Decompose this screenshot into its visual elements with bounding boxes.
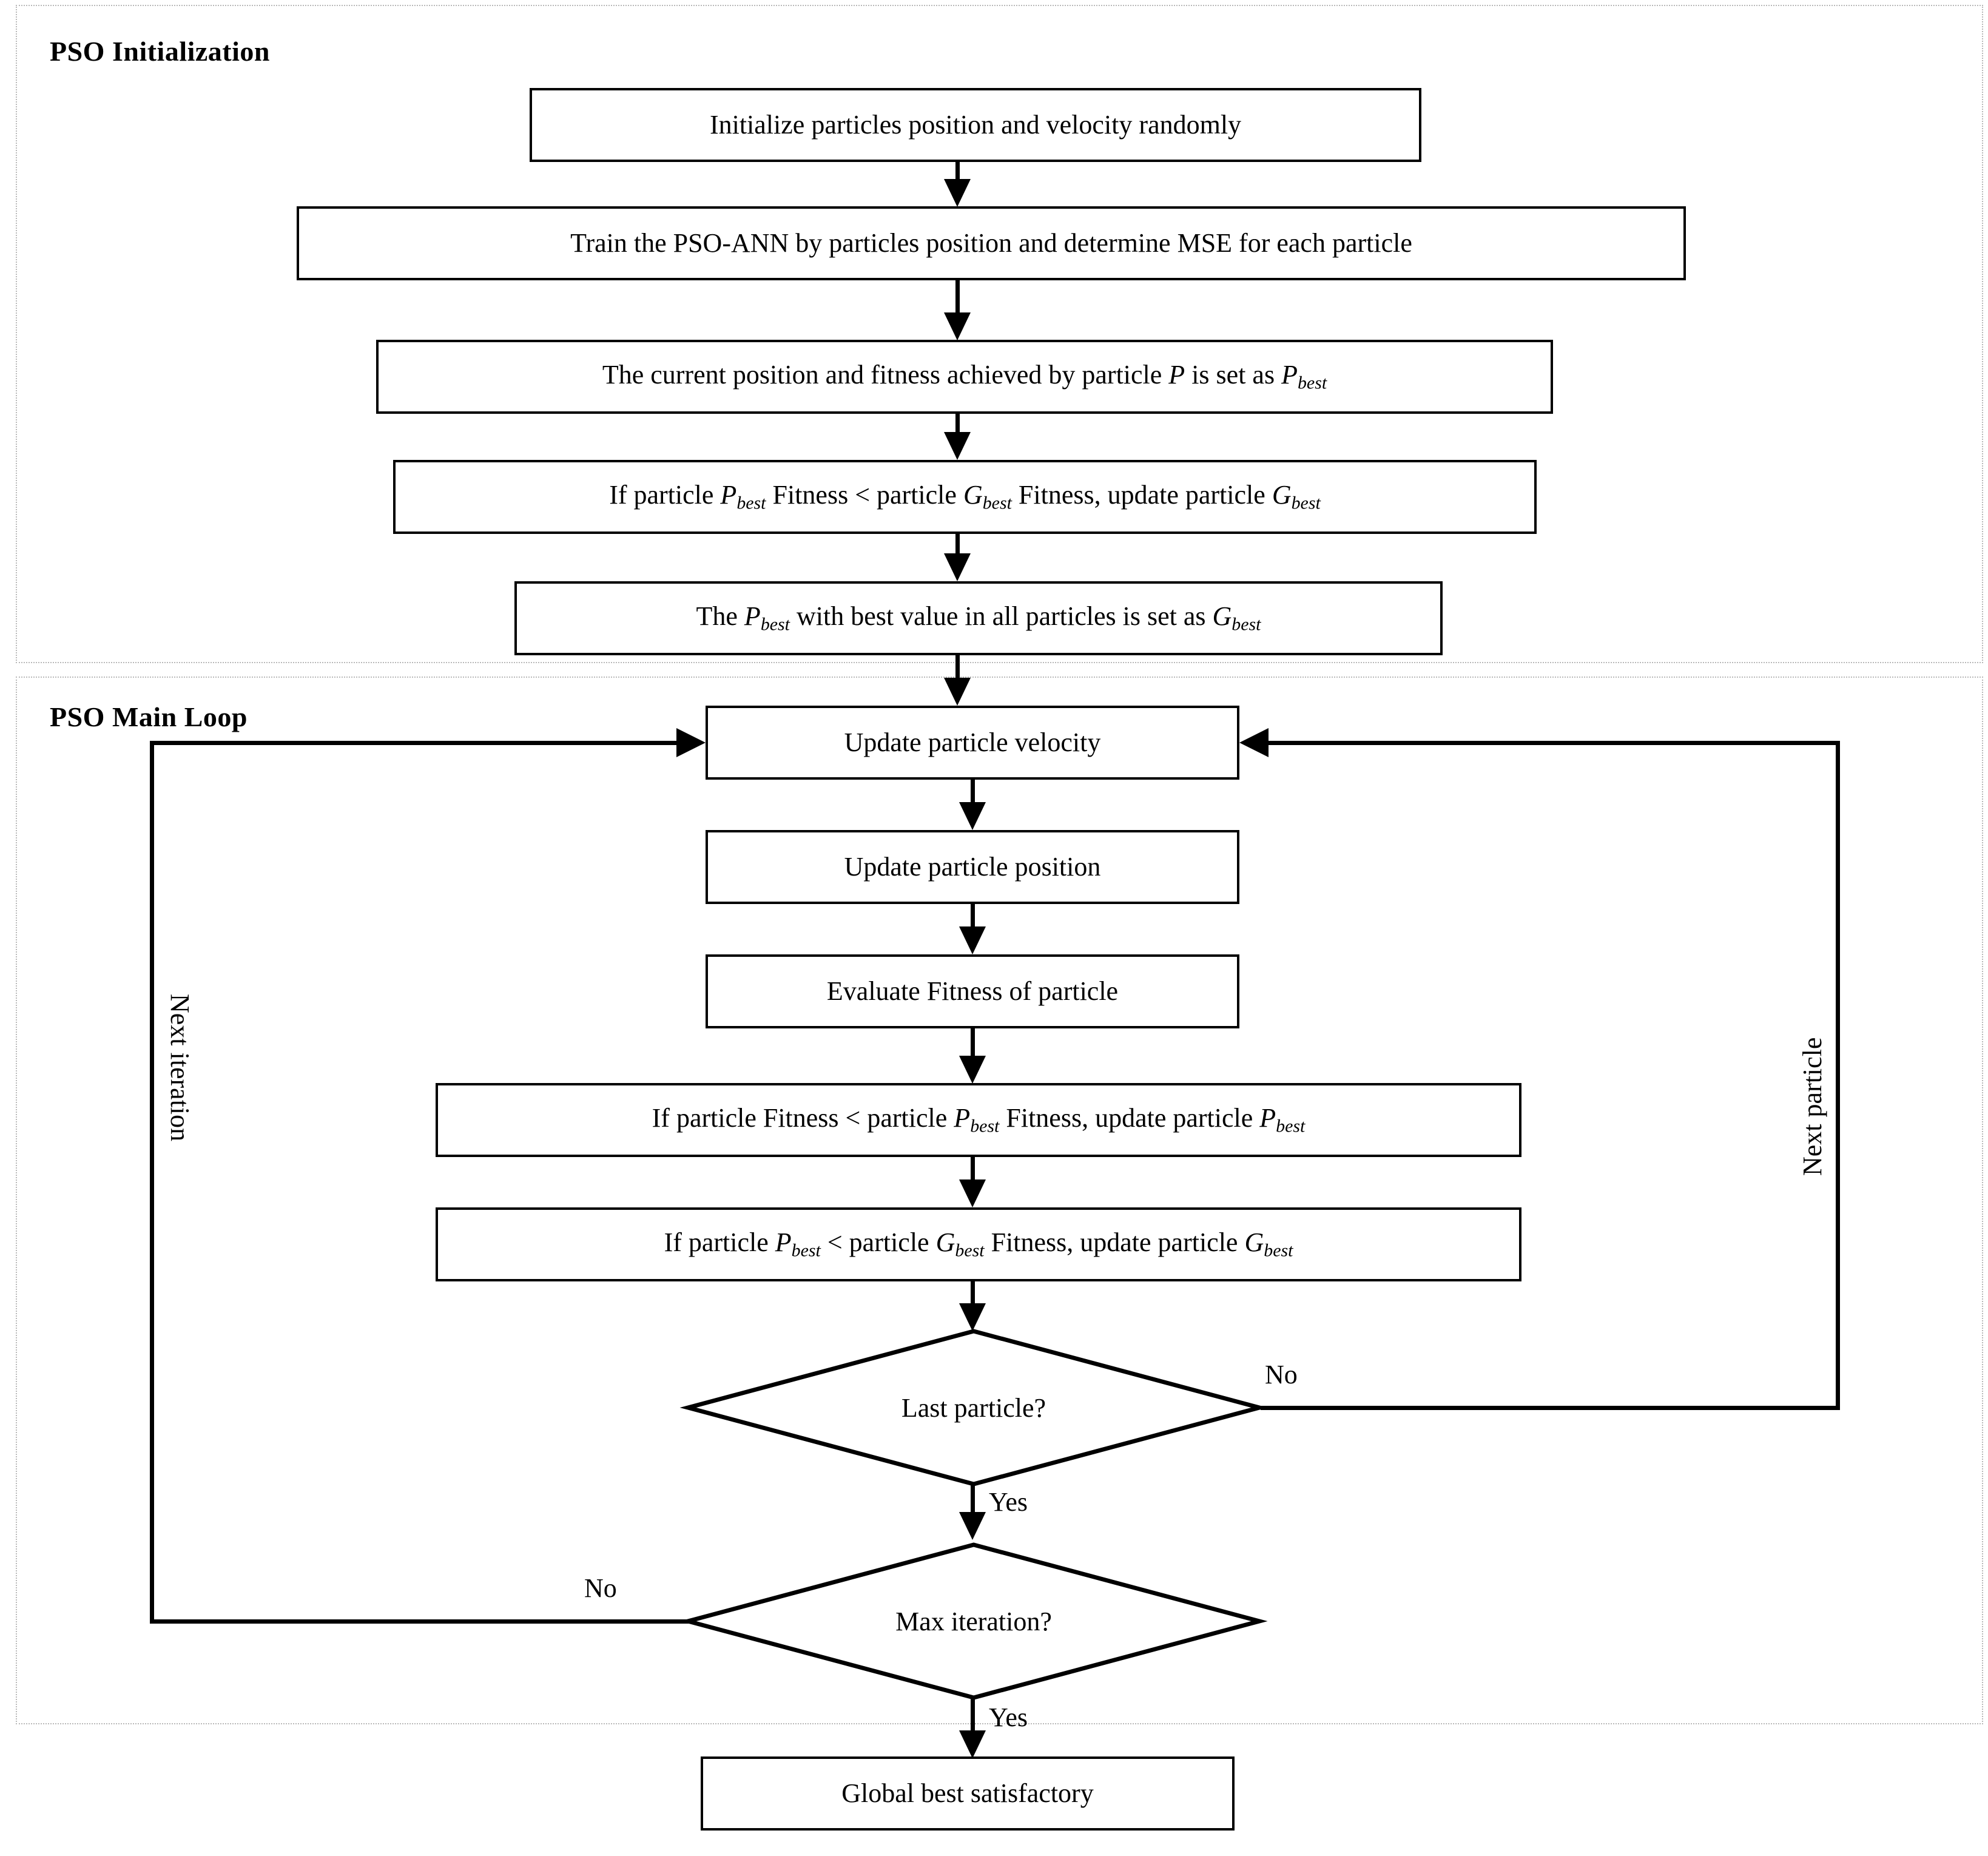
connector-comparefitness-to-comparegbest (971, 1157, 975, 1181)
arrowhead-lastparticle-yes (959, 1512, 986, 1540)
arrowhead-evaluate-to-comparefitness (959, 1056, 986, 1084)
node-compare-pbest-gbest-loop-label: If particle Pbest < particle Gbest Fitne… (664, 1227, 1293, 1261)
panel-title-pso-initialization: PSO Initialization (50, 36, 270, 67)
connector-evaluate-to-comparefitness (971, 1028, 975, 1058)
node-set-gbest[interactable]: The Pbest with best value in all particl… (514, 581, 1443, 655)
node-set-pbest[interactable]: The current position and fitness achieve… (376, 340, 1553, 414)
node-compare-pbest-gbest-loop[interactable]: If particle Pbest < particle Gbest Fitne… (436, 1207, 1521, 1281)
node-last-particle[interactable]: Last particle? (679, 1329, 1268, 1486)
node-initialize-particles[interactable]: Initialize particles position and veloci… (530, 88, 1421, 162)
connector-nextiteration-bottom (150, 1619, 690, 1624)
connector-position-to-evaluate (971, 904, 975, 928)
connector-init-to-train (955, 162, 960, 180)
node-set-gbest-label: The Pbest with best value in all particl… (696, 601, 1261, 635)
node-max-iteration[interactable]: Max iteration? (679, 1542, 1268, 1700)
node-train-ann[interactable]: Train the PSO-ANN by particles position … (297, 206, 1686, 280)
node-update-position[interactable]: Update particle position (706, 830, 1239, 904)
arrowhead-setgbest-to-velocity (944, 678, 971, 706)
node-evaluate-fitness[interactable]: Evaluate Fitness of particle (706, 954, 1239, 1028)
panel-title-pso-main-loop: PSO Main Loop (50, 701, 248, 732)
node-train-ann-label: Train the PSO-ANN by particles position … (570, 228, 1412, 258)
node-compare-fitness-pbest[interactable]: If particle Fitness < particle Pbest Fit… (436, 1083, 1521, 1157)
connector-nextparticle-bottom (1261, 1406, 1840, 1410)
connector-comparegbest-to-lastparticle (971, 1281, 975, 1306)
node-compare-pbest-gbest-init[interactable]: If particle Pbest Fitness < particle Gbe… (393, 460, 1537, 534)
connector-nextparticle-right (1836, 741, 1840, 1408)
arrowhead-init-to-train (944, 179, 971, 207)
arrowhead-velocity-to-position (959, 802, 986, 830)
edge-label-last-particle-no: No (1265, 1360, 1298, 1389)
node-compare-fitness-pbest-label: If particle Fitness < particle Pbest Fit… (652, 1102, 1306, 1136)
arrowhead-compare-to-setgbest (944, 553, 971, 581)
node-compare-pbest-gbest-init-label: If particle Pbest Fitness < particle Gbe… (609, 479, 1321, 513)
panel-pso-initialization (16, 5, 1983, 663)
connector-velocity-to-position (971, 780, 975, 804)
node-update-velocity[interactable]: Update particle velocity (706, 706, 1239, 780)
connector-setpbest-to-compare (955, 414, 960, 433)
arrowhead-nextiteration-into-velocity (676, 728, 706, 757)
arrowhead-nextparticle-into-velocity (1239, 728, 1269, 757)
edge-label-next-iteration: Next iteration (165, 994, 195, 1142)
connector-lastparticle-yes (971, 1484, 975, 1513)
node-update-position-label: Update particle position (844, 851, 1101, 882)
arrowhead-maxiteration-yes (959, 1730, 986, 1758)
edge-label-next-particle: Next particle (1798, 1037, 1827, 1176)
connector-train-to-setpbest (955, 280, 960, 314)
arrowhead-comparegbest-to-lastparticle (959, 1303, 986, 1331)
connector-nextiteration-left (150, 741, 154, 1624)
arrowhead-position-to-evaluate (959, 926, 986, 954)
arrowhead-comparefitness-to-comparegbest (959, 1179, 986, 1207)
node-global-best-label: Global best satisfactory (841, 1778, 1094, 1808)
arrowhead-train-to-setpbest (944, 312, 971, 340)
connector-nextparticle-top (1268, 741, 1838, 745)
node-max-iteration-label: Max iteration? (895, 1606, 1052, 1636)
edge-label-last-particle-yes: Yes (989, 1487, 1028, 1517)
arrowhead-setpbest-to-compare (944, 432, 971, 460)
connector-setgbest-to-velocity (955, 655, 960, 680)
node-update-velocity-label: Update particle velocity (844, 727, 1101, 757)
node-evaluate-fitness-label: Evaluate Fitness of particle (826, 976, 1119, 1006)
node-initialize-particles-label: Initialize particles position and veloci… (709, 109, 1242, 140)
node-last-particle-label: Last particle? (901, 1392, 1046, 1423)
connector-nextiteration-top (150, 741, 678, 745)
connector-maxiteration-yes (971, 1698, 975, 1732)
connector-compare-to-setgbest (955, 534, 960, 555)
panel-pso-main-loop (16, 677, 1983, 1724)
edge-label-max-iteration-no: No (584, 1573, 617, 1603)
node-set-pbest-label: The current position and fitness achieve… (602, 359, 1327, 393)
edge-label-max-iteration-yes: Yes (989, 1702, 1028, 1732)
node-global-best[interactable]: Global best satisfactory (701, 1756, 1235, 1831)
